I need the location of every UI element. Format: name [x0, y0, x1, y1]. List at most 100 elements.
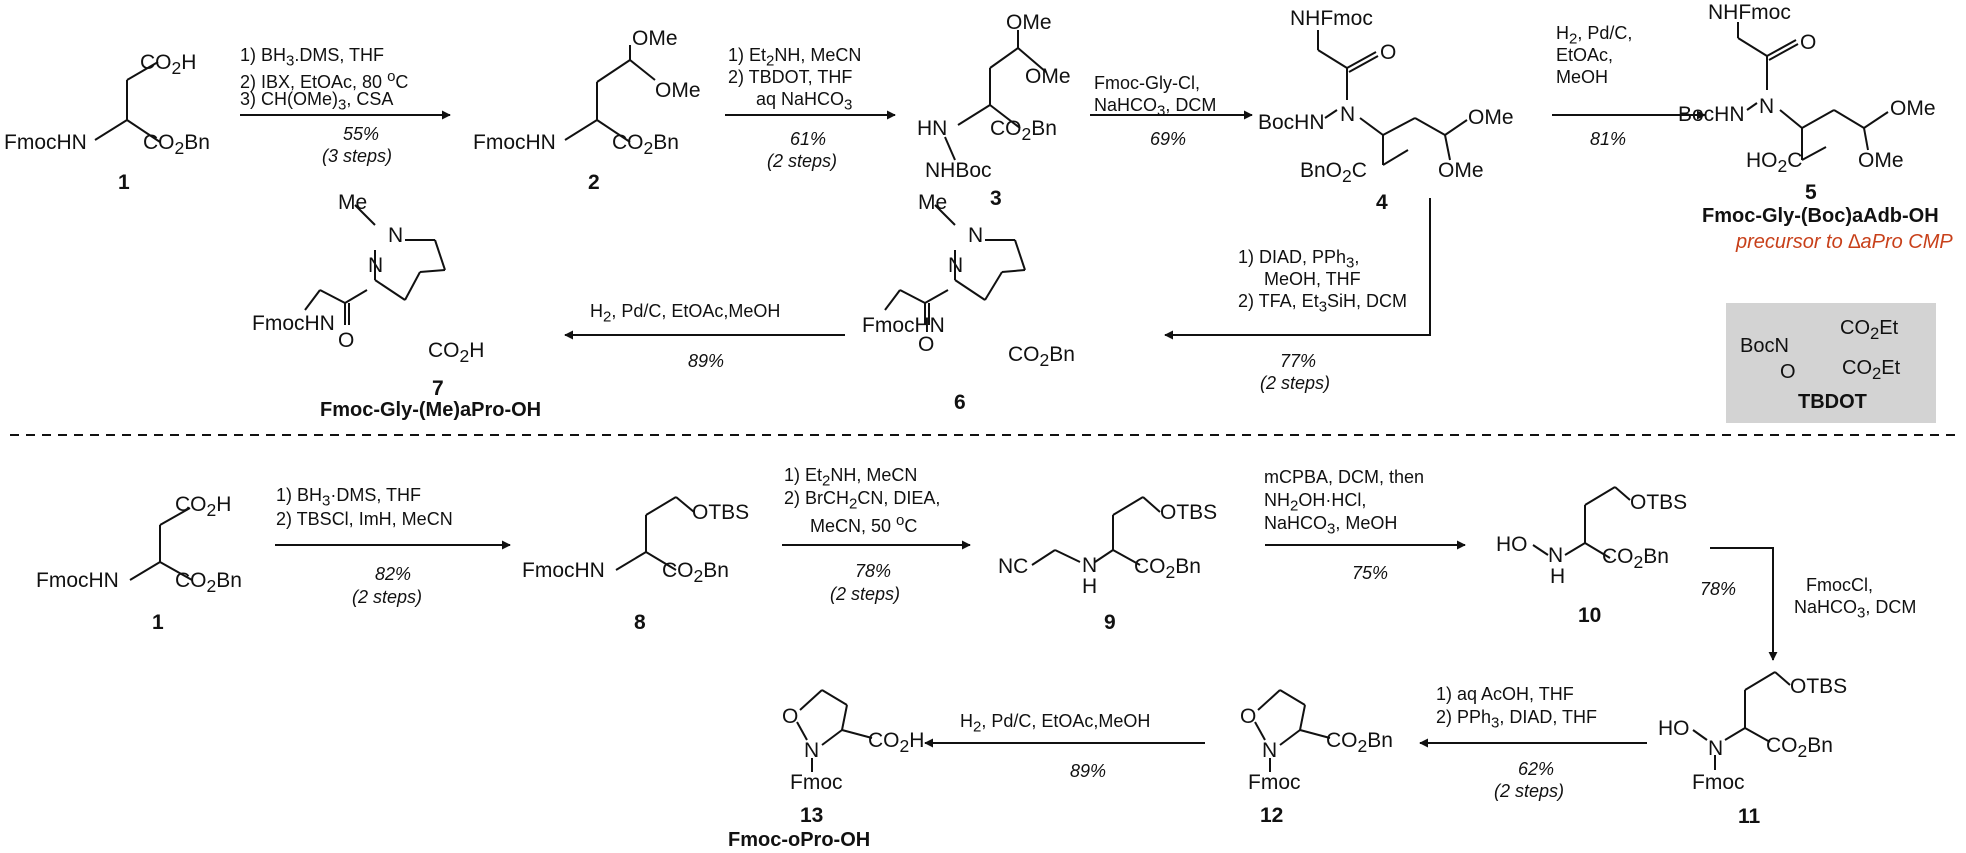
yield-label: 89%: [1070, 761, 1107, 781]
ome-label: OMe: [1890, 97, 1936, 120]
reagent-line: NaHCO3, DCM: [1794, 597, 1917, 622]
steps-label: (2 steps): [767, 151, 838, 171]
reagent-line: 2) IBX, EtOAc, 80 oC: [240, 68, 409, 92]
reagent-line: 1) Et2NH, MeCN: [784, 465, 918, 490]
ome-label: OMe: [632, 27, 678, 50]
fmochn-label: FmocHN: [862, 314, 945, 337]
nitrogen-label: N: [968, 224, 984, 247]
reagent-line: MeCN, 50 oC: [810, 512, 918, 536]
nhfmoc-label: NHFmoc: [1708, 1, 1791, 24]
oxygen-label: O: [1240, 705, 1257, 728]
yield-label: 69%: [1150, 129, 1187, 149]
oxygen-label: O: [1780, 361, 1796, 383]
otbs-label: OTBS: [1160, 501, 1218, 524]
ome-label: OMe: [1006, 11, 1052, 34]
reagent-line: 2) PPh3, DIAD, THF: [1436, 707, 1598, 732]
yield-label: 55%: [343, 124, 380, 144]
tbdot-box: [1726, 303, 1936, 423]
yield-label: 62%: [1518, 759, 1555, 779]
compound-number: 12: [1260, 804, 1284, 827]
oxygen-label: O: [918, 333, 935, 356]
compound-6-bonds: [884, 204, 1026, 325]
reagent-line: 1) Et2NH, MeCN: [728, 45, 862, 70]
compound-name: Fmoc-Gly-(Me)aPro-OH: [320, 399, 542, 421]
h-label: H: [1082, 575, 1098, 598]
fmochn-label: FmocHN: [473, 131, 556, 154]
yield-label: 89%: [688, 351, 725, 371]
co2h-label: CO2H: [140, 51, 197, 79]
co2h-label: CO2H: [428, 339, 485, 367]
ome-label: OMe: [1468, 106, 1514, 129]
nitrogen-label: N: [1708, 737, 1724, 760]
compound-number: 10: [1578, 604, 1602, 627]
yield-label: 75%: [1352, 563, 1389, 583]
tbdot-name: TBDOT: [1798, 391, 1867, 413]
compound-number: 3: [990, 187, 1002, 210]
ho-label: HO: [1658, 717, 1690, 740]
steps-label: (2 steps): [1494, 781, 1565, 801]
reagent-line: MeOH: [1556, 67, 1609, 87]
reagent-line: 1) BH3.DMS, THF: [240, 45, 385, 70]
compound-2-bonds: [564, 45, 656, 143]
bochn-label: BocHN: [1258, 111, 1325, 134]
co2bn-label: CO2Bn: [1008, 343, 1075, 371]
compound-9-bonds: [1031, 496, 1161, 566]
compound-note: precursor to ∆aPro CMP: [1736, 231, 1953, 253]
compound-3-bonds: [944, 30, 1047, 161]
compound-5-bonds: [1737, 22, 1889, 161]
bno2c-label: BnO2C: [1300, 159, 1367, 187]
co2bn-label: CO2Bn: [1602, 545, 1669, 573]
nitrogen-label: N: [1262, 739, 1278, 762]
nitrogen-label: N: [1548, 544, 1564, 567]
compound-number: 9: [1104, 611, 1116, 634]
methyl-label: Me: [338, 191, 368, 214]
compound-7-bonds: [304, 204, 446, 325]
reagent-line: 2) BrCH2CN, DIEA,: [784, 488, 941, 513]
compound-4-bonds: [1317, 30, 1468, 166]
methyl-label: Me: [918, 191, 948, 214]
yield-label: 82%: [375, 564, 412, 584]
compound-number: 8: [634, 611, 646, 634]
reagent-line: 2) TBDOT, THF: [728, 67, 853, 87]
reagent-line: 3) CH(OMe)3, CSA: [240, 89, 394, 114]
otbs-label: OTBS: [1630, 491, 1688, 514]
steps-label: (2 steps): [830, 584, 901, 604]
reaction-arrow-10-11: [1710, 547, 1778, 661]
reagent-line: NH2OH·HCl,: [1264, 490, 1367, 515]
oxygen-label: O: [782, 705, 799, 728]
compound-number: 11: [1738, 805, 1761, 828]
fmochn-label: FmocHN: [522, 559, 605, 582]
compound-12-bonds: [1254, 689, 1331, 772]
compound-10-bonds: [1532, 486, 1631, 559]
compound-name: Fmoc-Gly-(Boc)aAdb-OH: [1702, 205, 1939, 227]
reagent-line: FmocCl,: [1806, 575, 1873, 595]
ome-label: OMe: [1438, 159, 1484, 182]
steps-label: (3 steps): [322, 146, 393, 166]
reaction-arrow-4-6: [1164, 198, 1431, 340]
nitrogen-label: N: [804, 739, 820, 762]
compound-1-bottom-bonds: [129, 507, 193, 581]
steps-label: (2 steps): [352, 587, 423, 607]
co2bn-label: CO2Bn: [143, 131, 210, 159]
otbs-label: OTBS: [692, 501, 750, 524]
bocn-label: BocN: [1740, 335, 1789, 357]
reagent-line: 2) TBSCl, ImH, MeCN: [276, 509, 453, 529]
fmochn-label: FmocHN: [252, 312, 335, 335]
steps-label: (2 steps): [1260, 373, 1331, 393]
reagent-line: MeOH, THF: [1264, 269, 1361, 289]
reagent-line: H2, Pd/C,: [1556, 23, 1633, 48]
reagent-line: 2) TFA, Et3SiH, DCM: [1238, 291, 1408, 316]
reagent-line: mCPBA, DCM, then: [1264, 467, 1425, 487]
reagent-line: aq NaHCO3: [756, 89, 853, 114]
reagent-line: NaHCO3, DCM: [1094, 95, 1217, 120]
fmoc-label: Fmoc: [1692, 771, 1745, 794]
oxygen-label: O: [1800, 31, 1817, 54]
fmoc-label: Fmoc: [1248, 771, 1301, 794]
oxygen-label: O: [338, 329, 355, 352]
co2bn-label: CO2Bn: [662, 559, 729, 587]
reagent-line: H2, Pd/C, EtOAc,MeOH: [590, 301, 781, 326]
oxygen-label: O: [1380, 41, 1397, 64]
nitrogen-label: N: [948, 254, 964, 277]
compound-8-bonds: [615, 496, 695, 571]
